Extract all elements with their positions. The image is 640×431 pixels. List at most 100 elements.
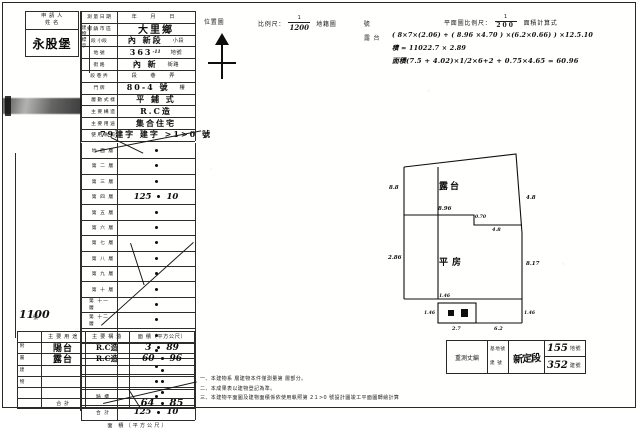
attached-header-area-text: 面 積（平方公尺）	[137, 334, 187, 341]
applicant-name-text: 永股堡	[32, 36, 72, 51]
floor-row-divider	[81, 204, 195, 206]
left-data-block: 申 請 人 姓 名 永股堡 建物標示 測 量 日 期年 月 日鄉 鎮 市 區大里…	[3, 3, 210, 429]
stamp-bldg-no-cell: 352 建號	[545, 357, 586, 373]
attached-cell-structure-text: R.C造	[95, 343, 119, 353]
floor-row-divider	[81, 158, 195, 160]
attached-col-divider-0	[41, 331, 42, 410]
info-row-value-text: 內 新段	[127, 34, 163, 45]
attached-header-use-text: 主 要 用 途	[48, 334, 78, 341]
attached-cell-structure	[85, 365, 129, 376]
info-row: 段 小段內 新段小段	[81, 35, 195, 47]
info-row-value: 年 月 日	[117, 11, 195, 23]
floor-table-vline-1	[117, 142, 118, 420]
info-row: 層 數 式 樣平 鋪 式	[81, 94, 195, 106]
info-row-value: 平 鋪 式	[117, 94, 195, 106]
floor-row-divider	[81, 296, 195, 298]
plan-scale-numerator: 1	[504, 14, 508, 20]
attached-row-divider	[17, 342, 195, 344]
floor-row	[81, 374, 195, 389]
floor-row: 第 二 層	[81, 158, 195, 173]
info-table-top-border	[81, 11, 195, 12]
floor-row-divider	[81, 343, 195, 344]
attached-cell-area	[129, 376, 195, 387]
floor-row-label: 地 面 層	[91, 148, 115, 154]
floor-row-area	[117, 328, 195, 343]
stamp-label-left: 重測丈編	[454, 354, 479, 362]
building-marking-text: 建物標示	[81, 25, 86, 49]
floor-row-area	[117, 158, 195, 173]
dim-right-lower: 8.17	[526, 261, 540, 267]
attached-total-label: 合 計	[41, 398, 85, 409]
stamp-land-no: 155	[547, 343, 568, 354]
floor-unit-note: 面 積（平方公尺）	[81, 420, 195, 431]
floor-row	[81, 358, 195, 373]
decimal-dot	[154, 287, 158, 291]
applicant-divider	[25, 29, 79, 30]
floor-row-area	[117, 204, 195, 219]
floor-row-area	[117, 358, 195, 373]
floor-row: 第 八 層	[81, 251, 195, 266]
attached-header-structure: 主 要 構 造	[85, 331, 129, 342]
plan-bottom-box	[437, 302, 477, 324]
north-arrow-head	[215, 33, 229, 45]
decimal-dot	[154, 148, 158, 152]
attached-cell-structure-text: R.C造	[95, 354, 119, 364]
floor-row-label: 第 三 層	[91, 179, 115, 185]
north-arrow-cross	[208, 62, 236, 64]
decimal-dot	[160, 368, 164, 372]
decimal-dot	[154, 333, 158, 337]
attached-header-area: 面 積（平方公尺）	[129, 331, 195, 342]
info-row-divider	[81, 117, 195, 119]
left-margin-rule	[15, 153, 16, 338]
applicant-name: 永股堡	[25, 31, 79, 55]
note-2: 二、本成果表以建物登記為準。	[200, 385, 276, 392]
applicant-label: 申 請 人 姓 名	[25, 12, 79, 28]
attached-cell-use: 露台	[41, 353, 85, 365]
info-row-value-text: 80-4 號	[126, 82, 170, 93]
info-table-vline-0	[81, 11, 82, 141]
floor-row-divider	[81, 373, 195, 375]
decimal-dot	[154, 349, 158, 353]
attached-cell-use	[41, 365, 85, 376]
formula-line-3: 面積(7.5 + 4.02)×1/2×6+2 + 0.75×4.65 = 60.…	[392, 57, 579, 65]
info-row-label: 層 數 式 樣	[91, 97, 115, 103]
footer-notes: 一、本建物系 層建物本件僅測量第 層部分。 二、本成果表以建物登記為準。 三、本…	[200, 375, 490, 404]
floor-plan-svg	[403, 153, 523, 324]
info-row-value-text: R.C造	[140, 105, 172, 116]
plan-label-terrace: 露台	[439, 182, 462, 192]
decimal-dot	[154, 210, 158, 214]
floor-row-label: 第 四 層	[91, 195, 115, 201]
floor-row-divider	[81, 219, 195, 221]
location-map-label: 位置圖	[204, 19, 225, 26]
floor-row-area	[117, 374, 195, 389]
attached-cell-use	[41, 376, 85, 387]
attached-col-divider-1	[85, 331, 86, 410]
floor-row-divider	[81, 189, 195, 190]
info-row-value-text: 內 新	[132, 58, 158, 69]
floor-row: 第 十一 層	[81, 297, 195, 312]
decimal-dot	[154, 395, 158, 399]
info-row: 街 路內 新街路	[81, 58, 195, 70]
applicant-box	[25, 11, 79, 57]
floor-table-vline-0	[81, 142, 82, 420]
floor-row: 第 三 層	[81, 174, 195, 189]
attached-row-divider	[17, 353, 195, 355]
floor-row-divider	[81, 281, 195, 283]
sheet-no-label: 號	[363, 21, 371, 28]
info-row-value: 大里鄉	[117, 23, 195, 36]
note-1: 一、本建物系 層建物本件僅測量第 層部分。	[200, 376, 307, 382]
dim-bottom-right-stub: 1.46	[524, 311, 535, 316]
floor-row-label: 第 二 層	[91, 164, 115, 170]
floor-row-label: 第 五 層	[91, 210, 115, 216]
plan-label-house: 平房	[439, 258, 466, 268]
scale-denominator: 1200	[289, 23, 309, 32]
dim-mid-right: 4.8	[492, 227, 501, 233]
decimal-dot	[154, 256, 158, 260]
info-row-divider	[81, 58, 195, 60]
